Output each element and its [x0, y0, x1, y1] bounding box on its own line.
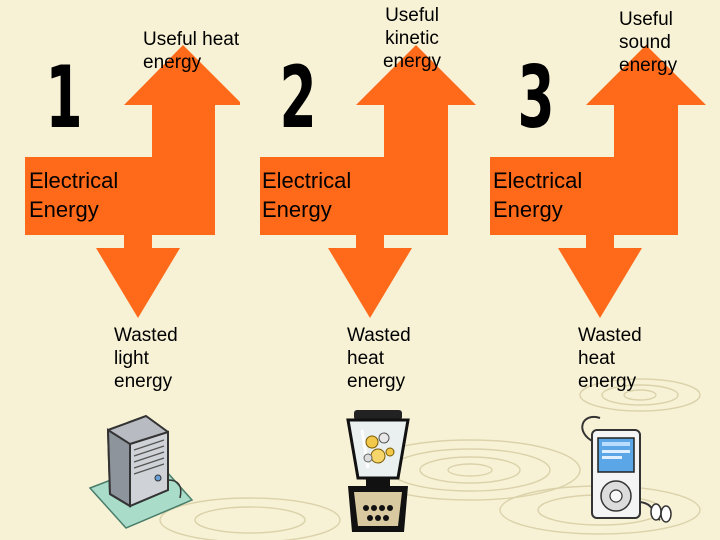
panel-number: 3	[517, 48, 555, 148]
wasted-energy-arrow	[558, 235, 642, 318]
heater-icon	[88, 414, 194, 529]
wasted-energy-arrow	[96, 235, 180, 318]
panel-number: 2	[279, 48, 317, 148]
energy-arrows	[260, 45, 476, 318]
energy-arrows	[25, 45, 240, 318]
energy-arrows	[490, 45, 706, 318]
useful-energy-arrow	[490, 45, 706, 235]
music-player-icon	[581, 415, 672, 523]
blender-icon	[346, 410, 410, 532]
panel-number: 1	[45, 48, 83, 148]
wasted-energy-arrow	[328, 235, 412, 318]
useful-energy-arrow	[25, 45, 240, 235]
useful-energy-arrow	[260, 45, 476, 235]
